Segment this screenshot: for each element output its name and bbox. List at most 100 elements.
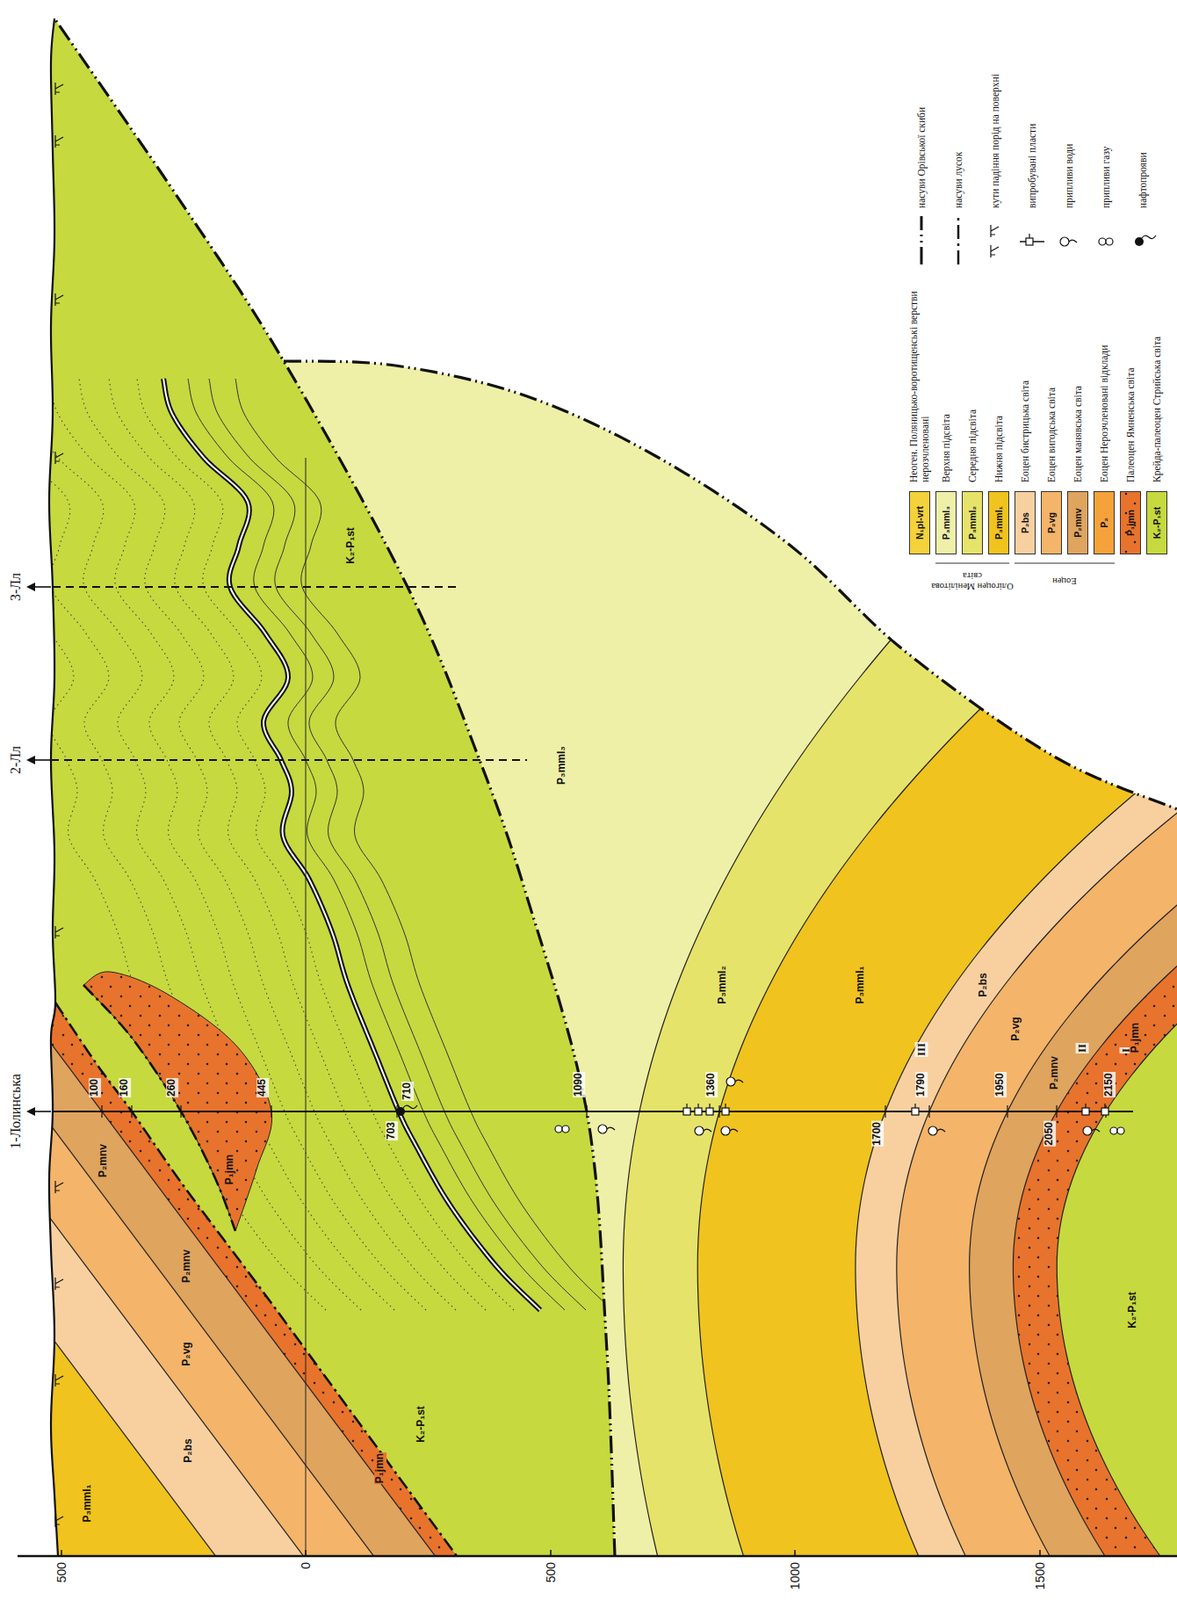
water-tail — [729, 1128, 738, 1132]
test-tick — [914, 1103, 916, 1108]
depth-scale: 1000 — [787, 1560, 802, 1590]
group-label: Еоцен — [1018, 575, 1112, 586]
water-tail — [1091, 1128, 1100, 1132]
water-tail — [735, 1079, 744, 1083]
legend-text: Палеоцен Ямненська світа — [1125, 288, 1137, 483]
legend-sample — [1019, 233, 1045, 246]
scale-thrust-sample — [957, 216, 961, 265]
axis-tick — [304, 1549, 307, 1556]
legend-text: випробувані пласти — [1026, 28, 1039, 209]
test-interval — [694, 1107, 702, 1115]
well-name: 3-Лл — [7, 571, 24, 602]
formation-boundary — [0, 896, 311, 1565]
swatch-code: N₁pl-vrt — [914, 505, 925, 541]
dip-symbol — [55, 293, 64, 306]
well-depth: 1360 — [705, 1071, 718, 1098]
axis-tick — [60, 1549, 63, 1556]
formation-code: P₃mml₁ — [854, 964, 867, 1004]
swatch-code: P₂ — [1098, 516, 1110, 529]
formation-code: K₂-P₁st — [345, 526, 358, 565]
depth-scale: 0 — [298, 1560, 313, 1570]
formation-code: P₁jmn — [374, 1451, 387, 1484]
legend-text: Неоген. Поляницько-воротищенські верстви… — [908, 288, 931, 483]
test-tick — [724, 1103, 726, 1108]
water-tail — [937, 1128, 946, 1132]
oil-tail — [1141, 235, 1156, 239]
depth-scale: 500 — [543, 1560, 558, 1583]
formation-code: P₁jmn — [223, 1153, 237, 1185]
water-symbol — [694, 1126, 704, 1135]
axis-tick — [1039, 1549, 1041, 1556]
well-depth: 160 — [118, 1077, 131, 1098]
formation-band — [697, 255, 1177, 1565]
well-name: 1-Лолинська — [7, 1072, 24, 1150]
formation-band — [622, 255, 1177, 1565]
depth-tick — [1055, 1104, 1057, 1118]
water-symbol — [1083, 1126, 1092, 1135]
bedding-line — [209, 378, 586, 1310]
interval-number: II — [1075, 1042, 1090, 1054]
legend-sample — [958, 216, 960, 265]
well-depth: 2150 — [1103, 1071, 1116, 1098]
formation-band — [1012, 255, 1177, 1565]
legend-text: Еоцен манявська світа — [1072, 288, 1084, 483]
oil-tail — [403, 1104, 418, 1109]
depth-tick — [585, 1104, 587, 1118]
depth-tick — [180, 1104, 181, 1118]
depth-tick — [884, 1104, 886, 1118]
formation-band — [969, 255, 1177, 1565]
dip-symbol — [55, 1180, 64, 1193]
legend-sample — [1134, 235, 1156, 246]
test-interval — [1025, 238, 1033, 246]
test-tick — [1104, 1103, 1105, 1108]
legend-text: насуви Орівської скиби — [916, 28, 928, 209]
legend-swatch-pattern — [1119, 491, 1141, 555]
depth-axis — [17, 1554, 1177, 1558]
well-2 — [50, 758, 528, 761]
legend-sample — [921, 216, 923, 265]
oil-symbol — [1134, 237, 1144, 246]
dip-symbol — [55, 925, 64, 939]
formation-code: P₃mml₁ — [81, 1482, 94, 1523]
formation-band — [855, 255, 1177, 1565]
well-depth: 260 — [166, 1077, 179, 1098]
formation-code: K₂-P₁st — [415, 1404, 428, 1444]
oil-symbol — [396, 1106, 405, 1116]
axis-tick — [549, 1549, 552, 1556]
legend-text: Середня підсвіта — [967, 288, 979, 483]
formation-band — [1056, 255, 1177, 1565]
test-tick — [685, 1103, 687, 1108]
well-depth: 445 — [256, 1077, 269, 1098]
water-symbol — [598, 1124, 607, 1134]
swatch-code: P₁jmn — [1125, 508, 1136, 537]
swatch-code: K₂-P₁st — [1151, 505, 1163, 540]
test-tick — [1028, 233, 1030, 239]
test-interval — [706, 1107, 714, 1115]
formation-band — [0, 896, 223, 1565]
test-interval — [1101, 1107, 1109, 1115]
well-3 — [52, 585, 457, 588]
test-interval — [722, 1107, 730, 1115]
well-arrow-head — [26, 582, 36, 592]
well-depth: 710 — [401, 1081, 414, 1101]
dip-symbol — [990, 224, 999, 238]
legend-text: припливи газу — [1100, 28, 1113, 209]
water-symbol — [726, 1076, 736, 1086]
depth-tick — [718, 1104, 720, 1118]
well-arrow-head — [26, 755, 36, 765]
legend-sample — [1098, 238, 1113, 246]
water-symbol — [1060, 237, 1069, 246]
depth-scale: 1500 — [1032, 1560, 1048, 1590]
legend-text: насуви лусок — [953, 28, 965, 209]
well-arrow-head — [26, 1106, 36, 1116]
gas-symbol — [1117, 1126, 1125, 1134]
formation-code: P₂bs — [977, 971, 990, 997]
legend-text: Крейда-палеоцен Стрийська світа — [1151, 288, 1163, 483]
legend-text: нафтопрояви — [1137, 28, 1149, 209]
legend-text: Верхня підсвіта — [940, 288, 953, 483]
legend-text: припливи води — [1063, 28, 1076, 209]
legend-bracket — [1014, 563, 1115, 564]
legend-text: Нижня підсвіта — [993, 288, 1005, 483]
swatch-code: P₃mml₂ — [967, 505, 978, 541]
